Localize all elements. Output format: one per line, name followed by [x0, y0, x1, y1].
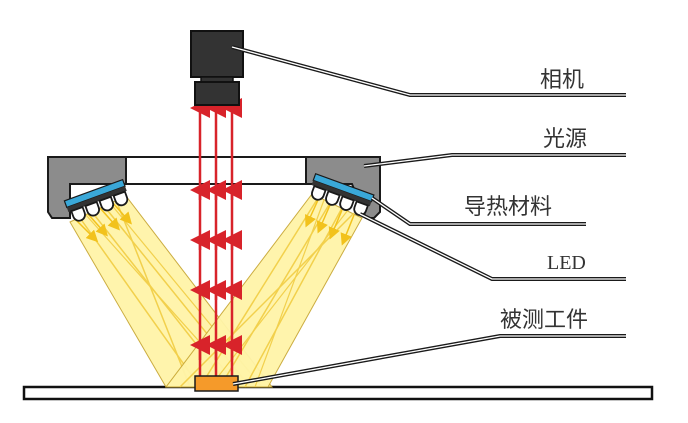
- leader-camera: [231, 45, 626, 97]
- label-led: LED: [547, 252, 586, 274]
- reflected-rays: [190, 98, 242, 377]
- left-led-array: [63, 178, 129, 222]
- leader-led: [359, 212, 626, 281]
- camera: [190, 30, 244, 106]
- camera-body: [190, 30, 244, 78]
- leader-light-source: [363, 153, 626, 168]
- label-thermal-material: 导热材料: [464, 195, 552, 220]
- base-platform: [22, 385, 654, 401]
- camera-lens: [194, 81, 240, 106]
- right-led-array: [311, 172, 375, 217]
- workpiece: [194, 375, 239, 392]
- label-workpiece: 被测工件: [500, 308, 588, 333]
- leader-lines: [231, 45, 626, 386]
- leader-workpiece: [232, 334, 626, 386]
- label-camera: 相机: [540, 68, 584, 93]
- label-light-source: 光源: [543, 127, 587, 152]
- leader-thermal-material: [370, 196, 586, 226]
